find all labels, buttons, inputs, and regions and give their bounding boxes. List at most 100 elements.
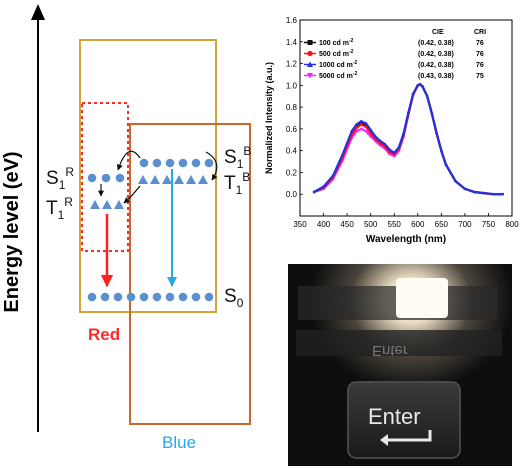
data-point-1000 xyxy=(440,149,443,152)
legend-cie-value: (0.43, 0.38) xyxy=(418,73,454,80)
data-point-1000 xyxy=(322,185,325,188)
data-point-1000 xyxy=(388,148,391,151)
data-point-1000 xyxy=(331,174,335,178)
legend-cri-value: 76 xyxy=(476,40,484,47)
data-point-1000 xyxy=(378,139,382,143)
x-axis-label: Wavelength (nm) xyxy=(366,234,446,245)
enter-key-label: Enter xyxy=(368,404,421,429)
data-point-1000 xyxy=(425,94,429,98)
t1b-level-triangles xyxy=(138,175,208,184)
red-label: Red xyxy=(88,325,120,344)
blue-emitter-box xyxy=(129,123,251,425)
data-point-1000 xyxy=(444,163,448,167)
y-tick-label: 0.2 xyxy=(286,168,298,177)
y-tick-label: 1.2 xyxy=(286,60,298,69)
y-tick-label: 0.6 xyxy=(286,125,298,134)
red-dopant-dotted-box xyxy=(81,102,129,252)
triplet-transfer-arrow xyxy=(123,185,141,204)
device-photo-image: Enter Enter xyxy=(288,264,512,466)
enter-key xyxy=(347,381,461,459)
t1b-label: T1B xyxy=(224,170,250,197)
data-point-1000 xyxy=(364,122,368,125)
data-point-1000 xyxy=(411,92,415,96)
data-point-1000 xyxy=(418,82,422,86)
data-point-1000 xyxy=(491,192,495,196)
data-point-1000 xyxy=(463,187,467,191)
s1r-level-dots xyxy=(87,173,125,183)
legend-marker xyxy=(307,50,313,57)
x-tick-label: 450 xyxy=(340,220,354,229)
x-tick-label: 400 xyxy=(317,220,331,229)
s0-level-dots xyxy=(87,292,214,302)
legend-cie-value: (0.42, 0.38) xyxy=(418,62,454,69)
x-tick-label: 350 xyxy=(293,220,307,229)
legend-series-name: 5000 cd m-2 xyxy=(319,71,358,80)
legend-cie-value: (0.42, 0.38) xyxy=(418,40,454,47)
data-point-500 xyxy=(359,123,363,126)
spectrum-line-1000 xyxy=(313,82,503,196)
blue-label: Blue xyxy=(162,433,196,452)
x-tick-label: 500 xyxy=(364,220,378,229)
data-point-1000 xyxy=(383,142,387,146)
data-point-1000 xyxy=(374,135,377,138)
energy-diagram: Energy level (eV) S1R T1R S1B T1B S0 Red… xyxy=(1,4,251,452)
spectrum-line-5000 xyxy=(313,82,503,196)
legend-marker xyxy=(307,73,313,79)
y-tick-label: 1.6 xyxy=(286,16,298,25)
spectrum-line-500 xyxy=(313,82,503,196)
legend-cie-value: (0.42, 0.38) xyxy=(418,51,454,58)
isc-arrow-blue xyxy=(205,151,218,181)
data-point-1000 xyxy=(473,190,476,194)
legend-cri-value: 76 xyxy=(476,51,484,58)
data-point-1000 xyxy=(421,85,424,88)
data-point-1000 xyxy=(435,131,438,135)
t1r-level-triangles xyxy=(90,200,124,209)
reflected-enter-text: Enter xyxy=(372,342,408,359)
energy-transfer-arrow-s1b-to-s1r xyxy=(116,150,141,171)
x-tick-label: 650 xyxy=(435,220,449,229)
y-axis-label: Normalized Intensity (a.u.) xyxy=(264,62,274,174)
data-point-1000 xyxy=(312,190,316,194)
legend-marker xyxy=(307,61,313,67)
device-photo: Enter Enter xyxy=(288,264,512,466)
oled-light xyxy=(396,278,448,318)
y-tick-label: 1.4 xyxy=(286,38,298,47)
y-tick-label: 0.4 xyxy=(286,147,298,156)
legend-series-name: 500 cd m-2 xyxy=(319,49,354,58)
data-point-1000 xyxy=(350,129,354,133)
data-point-1000 xyxy=(341,153,344,157)
data-point-5000 xyxy=(369,135,372,138)
x-tick-label: 600 xyxy=(411,220,425,229)
data-point-1000 xyxy=(402,131,405,135)
legend-marker xyxy=(307,40,313,45)
data-point-1000 xyxy=(397,146,401,149)
y-tick-label: 0.8 xyxy=(286,103,298,112)
s1b-level-dots xyxy=(139,158,214,168)
data-point-1000 xyxy=(407,111,410,114)
data-point-1000 xyxy=(355,123,358,126)
x-tick-label: 800 xyxy=(505,220,519,229)
y-tick-label: 1.0 xyxy=(286,81,298,90)
data-point-1000 xyxy=(416,84,420,87)
red-emitter-box xyxy=(79,39,217,313)
legend-cri-value: 75 xyxy=(476,73,484,80)
t1r-label: T1R xyxy=(46,195,73,222)
spectrum-line-100 xyxy=(313,82,503,196)
energy-axis-arrowhead xyxy=(31,4,45,20)
y-tick-label: 0.0 xyxy=(286,190,298,199)
chart-plot-frame xyxy=(299,19,513,217)
data-point-5000 xyxy=(359,127,363,131)
x-tick-label: 700 xyxy=(458,220,472,229)
legend-series-name: 1000 cd m-2 xyxy=(319,60,358,69)
keyboard-row-lower xyxy=(296,330,502,356)
s1r-label: S1R xyxy=(46,165,74,192)
x-tick-label: 550 xyxy=(388,220,402,229)
enter-arrow-icon xyxy=(386,430,432,442)
data-point-1000 xyxy=(392,151,396,155)
legend-series-name: 100 cd m-2 xyxy=(319,38,354,47)
data-point-1000 xyxy=(369,128,372,132)
data-point-1000 xyxy=(359,119,363,123)
data-point-1000 xyxy=(501,192,504,196)
data-point-5000 xyxy=(392,154,396,158)
